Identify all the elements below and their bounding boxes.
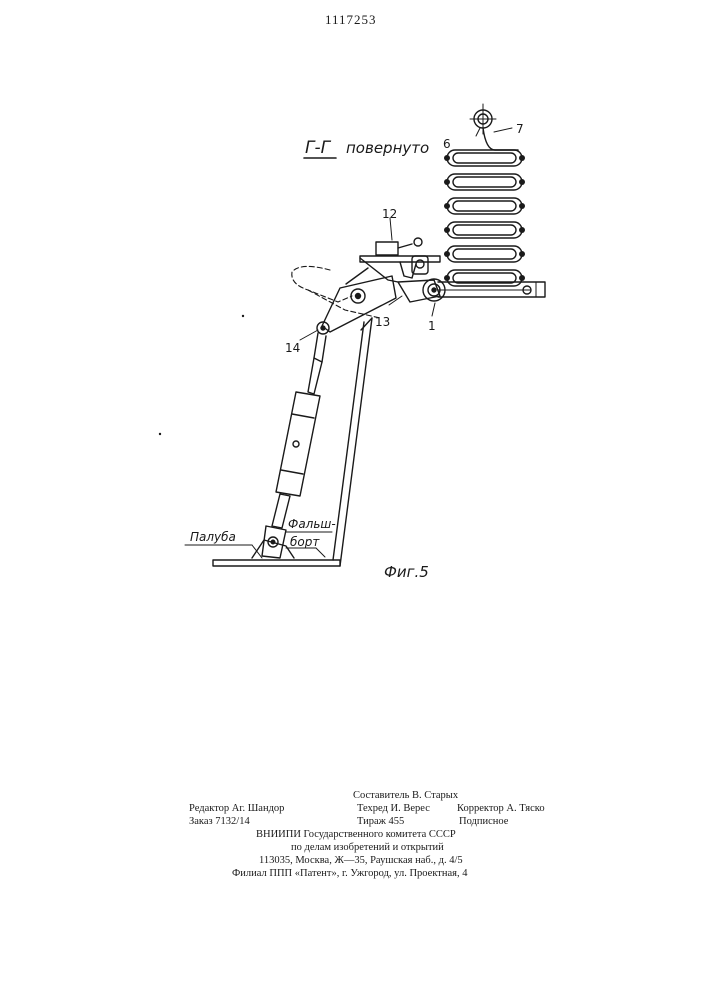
label-1: 1 — [428, 319, 436, 333]
imprint-subscription: Подписное — [459, 816, 508, 827]
label-deck: Палуба — [190, 530, 236, 544]
boom-arm — [438, 282, 545, 297]
label-bulwark-2: борт — [290, 535, 320, 549]
imprint-address: 113035, Москва, Ж—35, Раушская наб., д. … — [259, 855, 463, 866]
imprint-org-line1: ВНИИПИ Государственного комитета СССР — [256, 829, 456, 840]
coil-loops — [447, 150, 522, 286]
imprint-techred: Техред И. Верес — [357, 803, 430, 814]
hose-coil — [444, 104, 525, 286]
callout-leaders — [300, 128, 512, 340]
label-13: 13 — [375, 315, 390, 329]
phantom-hook — [292, 266, 380, 318]
callout-labels: 6 7 12 13 1 14 Палуба Фальш- борт Фиг.5 — [190, 122, 524, 581]
imprint-corrector: Корректор А. Тяско — [457, 803, 545, 814]
imprint-compiler: Составитель В. Старых — [353, 790, 458, 801]
figure-caption: Фиг.5 — [384, 563, 429, 581]
imprint-order: Заказ 7132/14 — [189, 816, 250, 827]
label-12: 12 — [382, 207, 397, 221]
imprint-editor: Редактор Аг. Шандор — [189, 803, 284, 814]
svg-text:Г-Г: Г-Г — [305, 138, 332, 158]
imprint-circulation: Тираж 455 — [357, 816, 404, 827]
svg-text:повернуто: повернуто — [346, 139, 429, 157]
bulwark — [333, 318, 372, 566]
label-14: 14 — [285, 341, 300, 355]
imprint-org-line2: по делам изобретений и открытий — [291, 842, 444, 853]
clamp-bracket — [360, 238, 440, 278]
label-7: 7 — [516, 122, 524, 136]
section-label: Г-Г повернуто — [304, 138, 429, 158]
imprint-branch: Филиал ППП «Патент», г. Ужгород, ул. Про… — [232, 868, 467, 879]
label-bulwark-1: Фальш- — [288, 517, 336, 531]
label-6: 6 — [443, 137, 451, 151]
